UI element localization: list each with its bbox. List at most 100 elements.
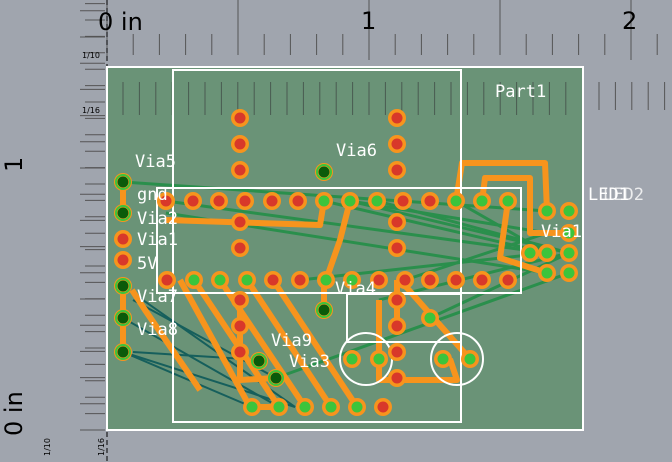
- pad[interactable]: [434, 350, 452, 368]
- via7-label: Via7: [137, 287, 178, 307]
- ruler-left-frac-10: 1/10: [43, 438, 52, 456]
- pad[interactable]: [263, 192, 281, 210]
- pad[interactable]: [270, 398, 288, 416]
- component-outline[interactable]: [346, 293, 462, 343]
- pad[interactable]: [184, 192, 202, 210]
- pad[interactable]: [421, 192, 439, 210]
- pad[interactable]: [421, 271, 439, 289]
- pad[interactable]: [238, 271, 256, 289]
- pad[interactable]: [231, 239, 249, 257]
- via4-label: Via4: [335, 279, 376, 299]
- pad[interactable]: [388, 369, 406, 387]
- trace: [497, 200, 548, 276]
- pad[interactable]: [421, 309, 439, 327]
- pad[interactable]: [388, 161, 406, 179]
- pad[interactable]: [157, 192, 175, 210]
- pad[interactable]: [114, 309, 132, 327]
- pad[interactable]: [394, 192, 412, 210]
- pad[interactable]: [296, 398, 314, 416]
- pad[interactable]: [267, 369, 285, 387]
- pad[interactable]: [388, 213, 406, 231]
- silkscreen: [156, 69, 522, 423]
- pad[interactable]: [317, 271, 335, 289]
- part1-outline[interactable]: [172, 69, 462, 423]
- pad[interactable]: [396, 271, 414, 289]
- pad[interactable]: [114, 343, 132, 361]
- pad[interactable]: [315, 163, 333, 181]
- pad[interactable]: [368, 192, 386, 210]
- pad[interactable]: [158, 271, 176, 289]
- pad[interactable]: [388, 317, 406, 335]
- pad[interactable]: [447, 271, 465, 289]
- pad[interactable]: [374, 398, 392, 416]
- ruler-top-0: 0 in: [98, 8, 143, 36]
- pad[interactable]: [370, 271, 388, 289]
- pad[interactable]: [341, 192, 359, 210]
- ratsnest-line: [429, 251, 570, 320]
- pad[interactable]: [560, 224, 578, 242]
- pad[interactable]: [211, 271, 229, 289]
- pad[interactable]: [322, 398, 340, 416]
- pad[interactable]: [388, 239, 406, 257]
- pad[interactable]: [370, 350, 388, 368]
- trace: [191, 278, 282, 409]
- pad[interactable]: [560, 202, 578, 220]
- pad[interactable]: [388, 135, 406, 153]
- pad[interactable]: [114, 251, 132, 269]
- pad[interactable]: [461, 350, 479, 368]
- pad[interactable]: [231, 135, 249, 153]
- ruler-left-0: 0 in: [0, 391, 28, 436]
- via6-label: Via6: [336, 141, 377, 161]
- pad[interactable]: [560, 244, 578, 262]
- pad[interactable]: [521, 244, 539, 262]
- pad[interactable]: [538, 264, 556, 282]
- pad[interactable]: [348, 398, 366, 416]
- pad[interactable]: [231, 291, 249, 309]
- pad[interactable]: [231, 109, 249, 127]
- pad[interactable]: [231, 317, 249, 335]
- ruler-left-frac-16: 1/16: [97, 438, 106, 456]
- pad[interactable]: [231, 161, 249, 179]
- pad[interactable]: [447, 192, 465, 210]
- pad[interactable]: [243, 398, 261, 416]
- pad[interactable]: [388, 109, 406, 127]
- pad[interactable]: [538, 244, 556, 262]
- pad[interactable]: [499, 271, 517, 289]
- part1-label: Part1: [495, 82, 546, 102]
- pad[interactable]: [315, 301, 333, 319]
- pad[interactable]: [289, 192, 307, 210]
- pad[interactable]: [315, 192, 333, 210]
- trace: [270, 278, 360, 409]
- pads[interactable]: [114, 109, 578, 416]
- led-outline[interactable]: [430, 332, 484, 386]
- pad[interactable]: [114, 277, 132, 295]
- pad[interactable]: [291, 271, 309, 289]
- via3-label: Via3: [289, 352, 330, 372]
- pad[interactable]: [388, 291, 406, 309]
- pad[interactable]: [210, 192, 228, 210]
- pad[interactable]: [114, 173, 132, 191]
- ratsnest-line: [122, 351, 296, 408]
- pad[interactable]: [343, 271, 361, 289]
- pad[interactable]: [499, 192, 517, 210]
- pad[interactable]: [264, 271, 282, 289]
- header-outline[interactable]: [156, 187, 522, 294]
- pad[interactable]: [231, 343, 249, 361]
- pad[interactable]: [231, 213, 249, 231]
- pad[interactable]: [560, 264, 578, 282]
- ruler-frac-10: 1/10: [82, 51, 100, 60]
- pad[interactable]: [114, 204, 132, 222]
- pad[interactable]: [473, 192, 491, 210]
- pad[interactable]: [388, 343, 406, 361]
- pad[interactable]: [538, 202, 556, 220]
- pad[interactable]: [236, 192, 254, 210]
- via2-label: Via2: [137, 209, 178, 229]
- pad[interactable]: [114, 230, 132, 248]
- pad[interactable]: [250, 352, 268, 370]
- pad[interactable]: [473, 271, 491, 289]
- pad[interactable]: [185, 271, 203, 289]
- via9-label: Via9: [271, 331, 312, 351]
- pad[interactable]: [343, 350, 361, 368]
